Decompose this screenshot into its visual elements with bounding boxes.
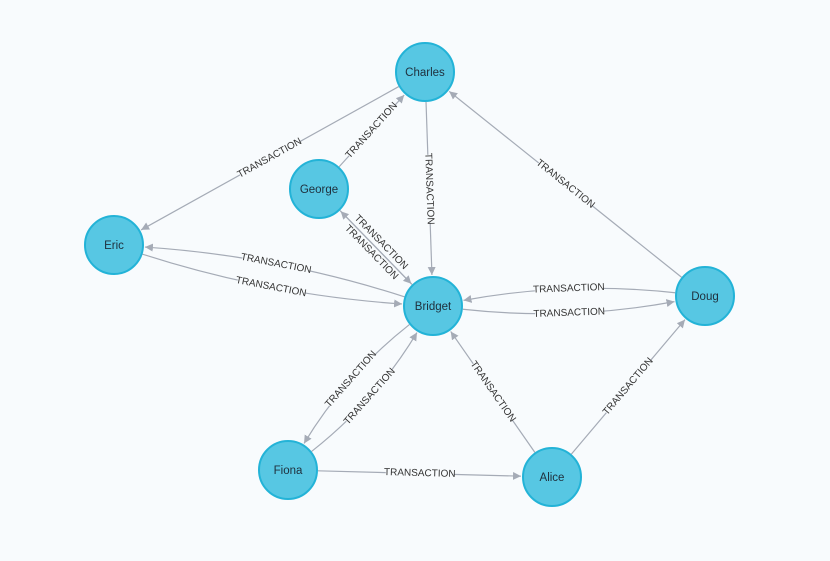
edge-label-background [343, 224, 400, 282]
node-circle[interactable] [84, 215, 144, 275]
edge-fiona-alice[interactable]: TRANSACTION [317, 466, 522, 481]
edge-doug-bridget[interactable]: TRANSACTION [463, 281, 676, 303]
edge-label: TRANSACTION [533, 306, 605, 320]
edge-label-background [324, 349, 379, 409]
edge-label-group: TRANSACTION [533, 281, 605, 297]
edge-label: TRANSACTION [533, 282, 605, 296]
edge-label: TRANSACTION [534, 157, 597, 210]
node-bridget[interactable]: Bridget [403, 276, 463, 336]
edge-label-group: TRANSACTION [240, 251, 312, 277]
edge-charles-bridget[interactable]: TRANSACTION [421, 101, 437, 276]
edge-label-group: TRANSACTION [421, 153, 437, 225]
edge-label: TRANSACTION [240, 252, 312, 276]
node-circle[interactable] [258, 440, 318, 500]
edge-label-background [352, 213, 409, 271]
edge-label: TRANSACTION [601, 356, 656, 418]
edge-label: TRANSACTION [468, 359, 518, 424]
edge-label-background [237, 136, 303, 181]
edge-bridget-fiona[interactable]: TRANSACTION [303, 324, 410, 444]
edge-label-group: TRANSACTION [534, 157, 597, 211]
edge-label-background [534, 158, 596, 211]
edge-charles-eric[interactable]: TRANSACTION [140, 86, 400, 231]
edge-label-group: TRANSACTION [533, 305, 605, 321]
edge-label-background [342, 367, 397, 427]
node-doug[interactable]: Doug [675, 266, 735, 326]
edge-label: TRANSACTION [384, 467, 456, 480]
node-circle[interactable] [522, 447, 582, 507]
edge-line[interactable] [303, 324, 410, 444]
edge-label: TRANSACTION [235, 275, 307, 299]
edge-label-background [385, 466, 454, 481]
edge-alice-bridget[interactable]: TRANSACTION [450, 331, 536, 453]
node-charles[interactable]: Charles [395, 42, 455, 102]
edge-george-charles[interactable]: TRANSACTION [338, 94, 405, 168]
edge-alice-doug[interactable]: TRANSACTION [570, 319, 686, 455]
edge-doug-charles[interactable]: TRANSACTION [448, 90, 682, 278]
node-circle[interactable] [289, 159, 349, 219]
node-fiona[interactable]: Fiona [258, 440, 318, 500]
node-george[interactable]: George [289, 159, 349, 219]
node-circle[interactable] [403, 276, 463, 336]
edge-label-group: TRANSACTION [235, 274, 307, 300]
edge-label: TRANSACTION [422, 153, 435, 225]
node-circle[interactable] [675, 266, 735, 326]
node-eric[interactable]: Eric [84, 215, 144, 275]
edge-label: TRANSACTION [344, 100, 400, 161]
edge-label-background [534, 281, 603, 297]
edge-label-group: TRANSACTION [468, 359, 518, 424]
edge-label-group: TRANSACTION [384, 466, 456, 481]
edge-label-background [241, 251, 311, 277]
edge-label-background [535, 305, 604, 321]
edge-label-background [421, 154, 437, 223]
node-circle[interactable] [395, 42, 455, 102]
edge-label-background [601, 356, 655, 417]
edge-label-group: TRANSACTION [601, 356, 656, 418]
edge-label-background [236, 274, 306, 300]
edge-line[interactable] [339, 210, 412, 285]
edge-bridget-doug[interactable]: TRANSACTION [462, 299, 675, 321]
edge-george-bridget[interactable]: TRANSACTION [339, 210, 412, 285]
edge-label-background [468, 360, 517, 424]
node-alice[interactable]: Alice [522, 447, 582, 507]
edge-fiona-bridget[interactable]: TRANSACTION [311, 332, 418, 452]
edge-label-background [344, 101, 400, 160]
edge-line[interactable] [311, 332, 418, 452]
edge-label-group: TRANSACTION [344, 100, 400, 161]
